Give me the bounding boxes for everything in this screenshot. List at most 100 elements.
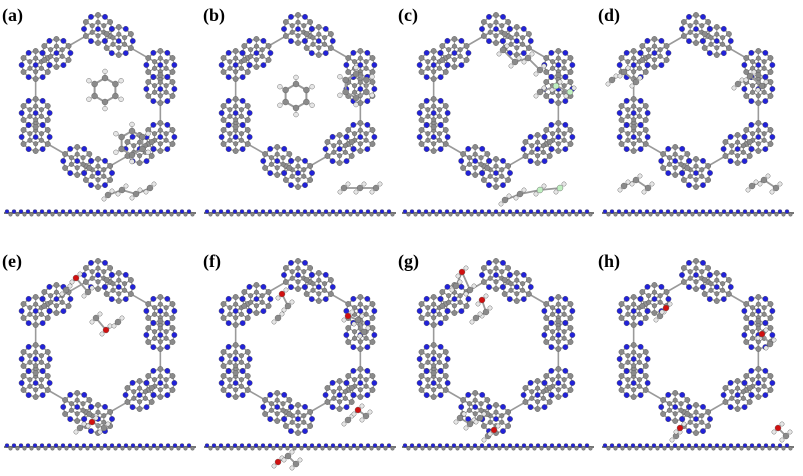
carbon-atom <box>337 153 343 159</box>
carbon-atom <box>303 86 310 94</box>
nitrogen-atom <box>225 368 232 375</box>
carbon-atom <box>341 446 346 451</box>
carbon-atom <box>535 399 541 405</box>
nitrogen-atom <box>239 74 246 81</box>
carbon-atom <box>520 35 526 41</box>
carbon-atom <box>259 299 265 305</box>
heavy-atom <box>118 186 126 194</box>
carbon-atom <box>95 33 101 39</box>
carbon-atom <box>139 145 146 153</box>
hydrogen-atom <box>107 323 113 329</box>
nitrogen-atom <box>25 209 31 214</box>
nitrogen-atom <box>602 443 608 448</box>
nitrogen-atom <box>616 380 623 386</box>
heavy-atom <box>284 302 292 310</box>
nitrogen-atom <box>109 170 115 176</box>
nitrogen-atom <box>769 62 776 68</box>
carbon-atom <box>220 141 227 147</box>
carbon-atom <box>631 141 637 147</box>
hydrogen-atom <box>504 43 510 49</box>
carbon-atom <box>169 373 176 379</box>
sheet-top-view <box>416 258 576 436</box>
carbon-atom <box>550 377 556 383</box>
carbon-atom <box>431 55 437 61</box>
sheet-side-view <box>602 443 794 451</box>
carbon-atom <box>693 265 699 271</box>
carbon-atom <box>295 33 301 39</box>
sheet-side-view <box>402 209 594 217</box>
carbon-atom <box>750 311 756 317</box>
carbon-atom <box>560 212 565 217</box>
carbon-atom <box>268 407 274 413</box>
carbon-atom <box>740 389 746 395</box>
carbon-atom <box>148 385 155 391</box>
nitrogen-atom <box>672 443 678 448</box>
nitrogen-atom <box>520 271 527 278</box>
nitrogen-atom <box>486 443 492 448</box>
carbon-atom <box>418 141 425 147</box>
carbon-atom <box>253 43 259 49</box>
hydrogen-atom <box>769 189 775 195</box>
carbon-atom <box>493 33 499 39</box>
carbon-atom <box>631 315 637 321</box>
nitrogen-atom <box>88 404 95 410</box>
carbon-atom <box>705 19 712 25</box>
carbon-atom <box>729 149 735 155</box>
nitrogen-atom <box>644 283 651 290</box>
nitrogen-atom <box>563 209 569 214</box>
carbon-atom <box>274 397 280 403</box>
nitrogen-atom <box>486 404 493 410</box>
carbon-atom <box>357 373 363 379</box>
carbon-atom <box>145 325 152 331</box>
heavy-atom <box>676 424 684 432</box>
panel-label-e: (e) <box>2 251 22 271</box>
carbon-atom <box>690 446 695 451</box>
carbon-atom <box>74 397 80 403</box>
nitrogen-atom <box>769 86 776 92</box>
nitrogen-atom <box>734 146 741 152</box>
carbon-atom <box>243 446 248 451</box>
carbon-atom <box>636 65 642 71</box>
carbon-atom <box>257 446 262 451</box>
nitrogen-atom <box>225 320 232 327</box>
heavy-atom <box>766 340 774 348</box>
nitrogen-atom <box>288 13 294 20</box>
nitrogen-atom <box>144 443 150 448</box>
carbon-atom <box>714 291 720 297</box>
nitrogen-atom <box>770 209 776 214</box>
carbon-atom <box>363 383 369 389</box>
nitrogen-atom <box>693 272 699 278</box>
carbon-atom <box>282 33 289 39</box>
carbon-atom <box>169 141 176 147</box>
carbon-atom <box>352 131 358 137</box>
carbon-atom <box>327 446 332 451</box>
nitrogen-atom <box>451 209 457 214</box>
nitrogen-atom <box>500 182 506 189</box>
carbon-atom <box>137 153 143 159</box>
nitrogen-atom <box>344 209 350 214</box>
carbon-atom <box>232 342 239 348</box>
nitrogen-atom <box>500 209 506 214</box>
carbon-atom <box>430 48 437 54</box>
nitrogen-atom <box>129 284 136 290</box>
nitrogen-atom <box>486 259 492 266</box>
nitrogen-atom <box>95 272 101 278</box>
nitrogen-atom <box>458 209 464 214</box>
nitrogen-atom <box>122 392 129 398</box>
hydrogen-atom <box>129 195 135 201</box>
nitrogen-atom <box>239 97 246 104</box>
nitrogen-atom <box>164 98 171 105</box>
nitrogen-atom <box>644 37 651 44</box>
carbon-atom <box>553 446 558 451</box>
carbon-atom <box>662 446 667 451</box>
nitrogen-atom <box>81 416 88 423</box>
sheet-side-view <box>4 209 196 217</box>
carbon-atom <box>64 446 69 451</box>
carbon-atom <box>352 59 358 65</box>
nitrogen-atom <box>88 443 94 448</box>
carbon-atom <box>472 397 478 403</box>
nitrogen-atom <box>315 38 322 44</box>
carbon-atom <box>33 117 39 123</box>
nitrogen-atom <box>95 209 101 214</box>
sheet-top-view <box>218 12 378 190</box>
